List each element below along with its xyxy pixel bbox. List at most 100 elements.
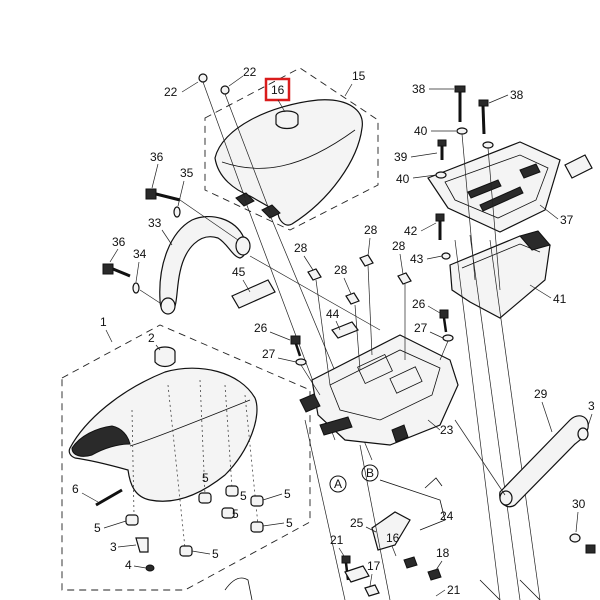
bracket-24-part[interactable]: [379, 477, 446, 531]
bolt-22-left[interactable]: [198, 73, 246, 199]
bracket-37-part[interactable]: [427, 141, 561, 233]
callout-28-a: 28: [294, 241, 308, 255]
callout-2: 2: [148, 331, 155, 345]
grommet-28-b[interactable]: [345, 292, 360, 305]
damper-5-b[interactable]: [179, 545, 193, 557]
callout-45: 45: [232, 265, 246, 279]
washer-40-c[interactable]: [435, 171, 447, 179]
callout-26-right: 26: [412, 297, 426, 311]
callout-21-right: 21: [447, 583, 461, 597]
washer-43[interactable]: [441, 252, 451, 260]
callout-28-b: 28: [334, 263, 348, 277]
callout-5-f: 5: [284, 487, 291, 501]
damper-5-a[interactable]: [125, 514, 139, 526]
washer-40-a[interactable]: [456, 127, 468, 135]
callout-39: 39: [394, 150, 408, 164]
callout-38-right: 38: [510, 88, 524, 102]
callout-16-lower: 16: [386, 531, 400, 545]
grommet-28-c[interactable]: [359, 254, 374, 267]
bolt-38-left[interactable]: [454, 85, 466, 122]
callout-17: 17: [367, 559, 381, 573]
storage-tray-part[interactable]: [299, 334, 459, 446]
damper-5-c[interactable]: [198, 492, 212, 504]
callout-36-upper: 36: [150, 150, 164, 164]
callout-5-a: 5: [94, 521, 101, 535]
callout-25: 25: [350, 516, 364, 530]
callout-1: 1: [100, 315, 107, 329]
callout-5-e: 5: [232, 507, 239, 521]
bolt-4[interactable]: [145, 564, 155, 572]
callout-5-g: 5: [286, 516, 293, 530]
callout-37: 37: [560, 213, 574, 227]
clip-18-b[interactable]: [427, 568, 442, 581]
callout-34: 34: [133, 247, 147, 261]
callout-42: 42: [404, 224, 418, 238]
bolt-39[interactable]: [437, 139, 447, 160]
bolt-22-right[interactable]: [220, 85, 271, 213]
callout-41: 41: [553, 292, 567, 306]
callout-33: 33: [148, 216, 162, 230]
callout-27-right: 27: [414, 321, 428, 335]
front-seat-bump-2[interactable]: [154, 346, 176, 368]
panel-25-part[interactable]: [371, 511, 411, 551]
washer-27-left[interactable]: [295, 358, 307, 366]
rod-6[interactable]: [95, 488, 123, 507]
bolt-26-right[interactable]: [439, 309, 449, 333]
callout-4: 4: [125, 558, 132, 572]
callout-5-b: 5: [212, 547, 219, 561]
grommet-28-d[interactable]: [397, 272, 412, 285]
rear-seat-group-outline: [204, 67, 379, 231]
bolt-36-lower[interactable]: [102, 263, 131, 278]
bolt-26-left[interactable]: [290, 335, 302, 357]
sticker-44[interactable]: [331, 321, 359, 339]
callout-40-upper: 40: [414, 124, 428, 138]
front-seat-part[interactable]: [68, 367, 258, 502]
collar-34[interactable]: [132, 282, 140, 294]
callout-36-lower: 36: [112, 235, 126, 249]
clip-18-a[interactable]: [403, 556, 418, 569]
bracket-3[interactable]: [135, 537, 149, 553]
clip-17[interactable]: [364, 584, 380, 597]
rear-seat-part[interactable]: [214, 99, 363, 226]
damper-5-f[interactable]: [250, 495, 264, 507]
callout-27-left: 27: [262, 347, 276, 361]
washer-40-b[interactable]: [482, 141, 494, 149]
bracket-41-part[interactable]: [449, 230, 551, 319]
bolt-42[interactable]: [435, 213, 445, 240]
callout-29: 29: [534, 387, 548, 401]
damper-5-d[interactable]: [225, 485, 239, 497]
label-37-sticker[interactable]: [564, 154, 593, 179]
bolt-31[interactable]: [585, 544, 596, 554]
bolt-38-right[interactable]: [478, 99, 489, 135]
damper-5-e[interactable]: [221, 507, 235, 519]
callout-24: 24: [440, 509, 454, 523]
washer-30[interactable]: [569, 533, 581, 543]
collar-35[interactable]: [173, 206, 181, 218]
callout-3: 3: [110, 540, 117, 554]
callout-3-right: 3: [588, 399, 595, 413]
front-seat-group-outline: [61, 324, 311, 591]
marker-a: A: [329, 475, 347, 493]
callout-5-d: 5: [240, 489, 247, 503]
callout-30: 30: [572, 497, 586, 511]
callout-28-c: 28: [364, 223, 378, 237]
damper-5-g[interactable]: [250, 521, 264, 533]
label-45-part[interactable]: [231, 279, 276, 309]
washer-27-right[interactable]: [442, 334, 454, 342]
callout-16-highlight-box: [264, 77, 291, 102]
callout-16: 16: [271, 83, 285, 97]
callout-23: 23: [440, 423, 454, 437]
bolt-36-upper[interactable]: [145, 188, 181, 202]
marker-b-label: B: [366, 466, 374, 480]
callout-28-d: 28: [392, 239, 406, 253]
grab-bar-part[interactable]: [159, 216, 251, 315]
seat-cover-part[interactable]: [275, 110, 299, 130]
bracket-lower-part[interactable]: [344, 565, 370, 583]
grommet-28-a[interactable]: [307, 268, 322, 281]
rear-rail-29-part[interactable]: [499, 415, 589, 508]
callout-40-lower: 40: [396, 172, 410, 186]
callout-5-c: 5: [202, 471, 209, 485]
callout-15: 15: [352, 69, 366, 83]
callout-22-right: 22: [243, 65, 257, 79]
